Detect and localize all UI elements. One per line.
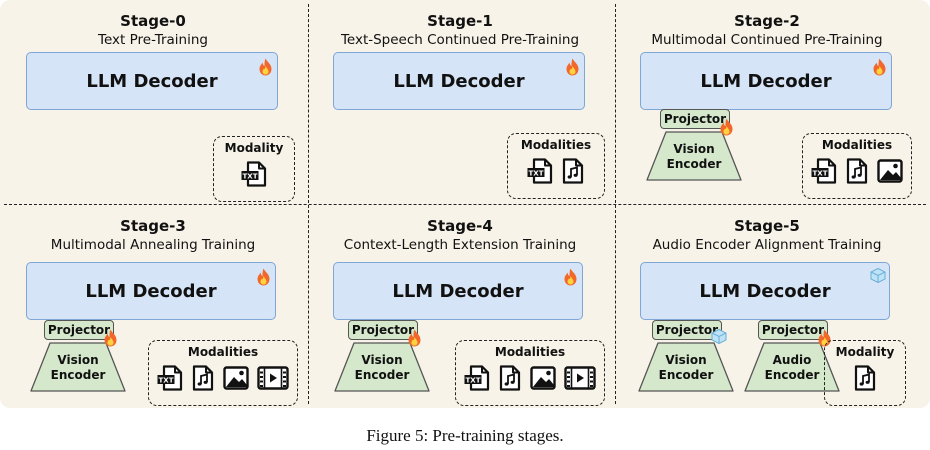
divider-horizontal: [4, 204, 926, 205]
audio-modality-icon: [853, 365, 877, 395]
modalities-label: Modality: [835, 345, 895, 359]
image-modality-icon: [877, 159, 903, 187]
stage-title: Stage-2: [734, 12, 800, 30]
vision-encoder-label-1: Vision: [57, 353, 99, 367]
stage-subtitle: Multimodal Annealing Training: [50, 237, 256, 253]
stage-title: Stage-5: [734, 217, 800, 235]
audio-encoder-label-1: Audio: [772, 353, 812, 367]
audio-modality-icon: [498, 365, 522, 395]
vision-encoder-label-2: Encoder: [50, 368, 106, 382]
frozen-ice-icon: [711, 328, 727, 348]
trainable-flame-icon: [103, 329, 118, 351]
audio-modality-icon: [561, 158, 585, 188]
stage-title: Stage-3: [120, 217, 186, 235]
trainable-flame-icon: [256, 268, 271, 290]
modalities-label: Modality: [224, 141, 284, 155]
trainable-flame-icon: [407, 329, 422, 351]
llm-decoder: LLM Decoder: [333, 52, 585, 110]
llm-decoder: LLM Decoder: [26, 52, 278, 110]
svg-text:TXT: TXT: [159, 376, 174, 384]
stage-subtitle: Audio Encoder Alignment Training: [652, 237, 882, 253]
llm-decoder: LLM Decoder: [333, 262, 583, 320]
trainable-flame-icon: [563, 268, 578, 290]
text-modality-icon: TXT: [464, 365, 490, 395]
audio-modality-icon: [191, 365, 215, 395]
modalities-label: Modalities: [187, 345, 259, 359]
stage-subtitle: Text Pre-Training: [98, 32, 208, 48]
svg-text:TXT: TXT: [243, 172, 258, 180]
modalities-label: Modalities: [821, 138, 893, 152]
modalities-label: Modalities: [520, 138, 592, 152]
vision-projector: Projector: [652, 320, 722, 340]
vision-encoder-label-1: Vision: [665, 353, 707, 367]
svg-text:TXT: TXT: [529, 169, 544, 177]
llm-decoder: LLM Decoder: [26, 262, 276, 320]
vision-encoder-label-2: Encoder: [658, 368, 714, 382]
image-modality-icon: [530, 366, 556, 394]
modalities-label: Modalities: [494, 345, 566, 359]
text-modality-icon: TXT: [811, 158, 837, 188]
vision-projector: Projector: [348, 320, 418, 340]
stage-subtitle: Multimodal Continued Pre-Training: [651, 32, 883, 48]
audio-modality-icon: [845, 158, 869, 188]
stage-title: Stage-0: [120, 12, 186, 30]
video-modality-icon: [257, 366, 289, 394]
vision-encoder-label-1: Vision: [673, 142, 715, 156]
trainable-flame-icon: [565, 58, 580, 80]
trainable-flame-icon: [719, 118, 734, 140]
modalities-box: Modality: [824, 340, 906, 406]
svg-text:TXT: TXT: [813, 169, 828, 177]
frozen-ice-icon: [870, 267, 886, 287]
stage-title: Stage-1: [427, 12, 493, 30]
vision-encoder-label-2: Encoder: [354, 368, 410, 382]
text-modality-icon: TXT: [157, 365, 183, 395]
svg-text:TXT: TXT: [466, 376, 481, 384]
stage-subtitle: Text-Speech Continued Pre-Training: [340, 32, 580, 48]
audio-projector: Projector: [758, 320, 828, 340]
trainable-flame-icon: [258, 58, 273, 80]
llm-decoder: LLM Decoder: [640, 262, 890, 320]
figure-caption: Figure 5: Pre-training stages.: [366, 426, 564, 445]
vision-encoder-label-1: Vision: [361, 353, 403, 367]
stage-title: Stage-4: [427, 217, 493, 235]
audio-encoder-label-2: Encoder: [764, 368, 820, 382]
text-modality-icon: TXT: [241, 161, 267, 191]
video-modality-icon: [564, 366, 596, 394]
vision-encoder-label-2: Encoder: [666, 157, 722, 171]
trainable-flame-icon: [872, 58, 887, 80]
llm-decoder: LLM Decoder: [640, 52, 892, 110]
vision-projector: Projector: [660, 109, 730, 129]
text-modality-icon: TXT: [527, 158, 553, 188]
vision-projector: Projector: [44, 320, 114, 340]
image-modality-icon: [223, 366, 249, 394]
stage-subtitle: Context-Length Extension Training: [343, 237, 577, 253]
